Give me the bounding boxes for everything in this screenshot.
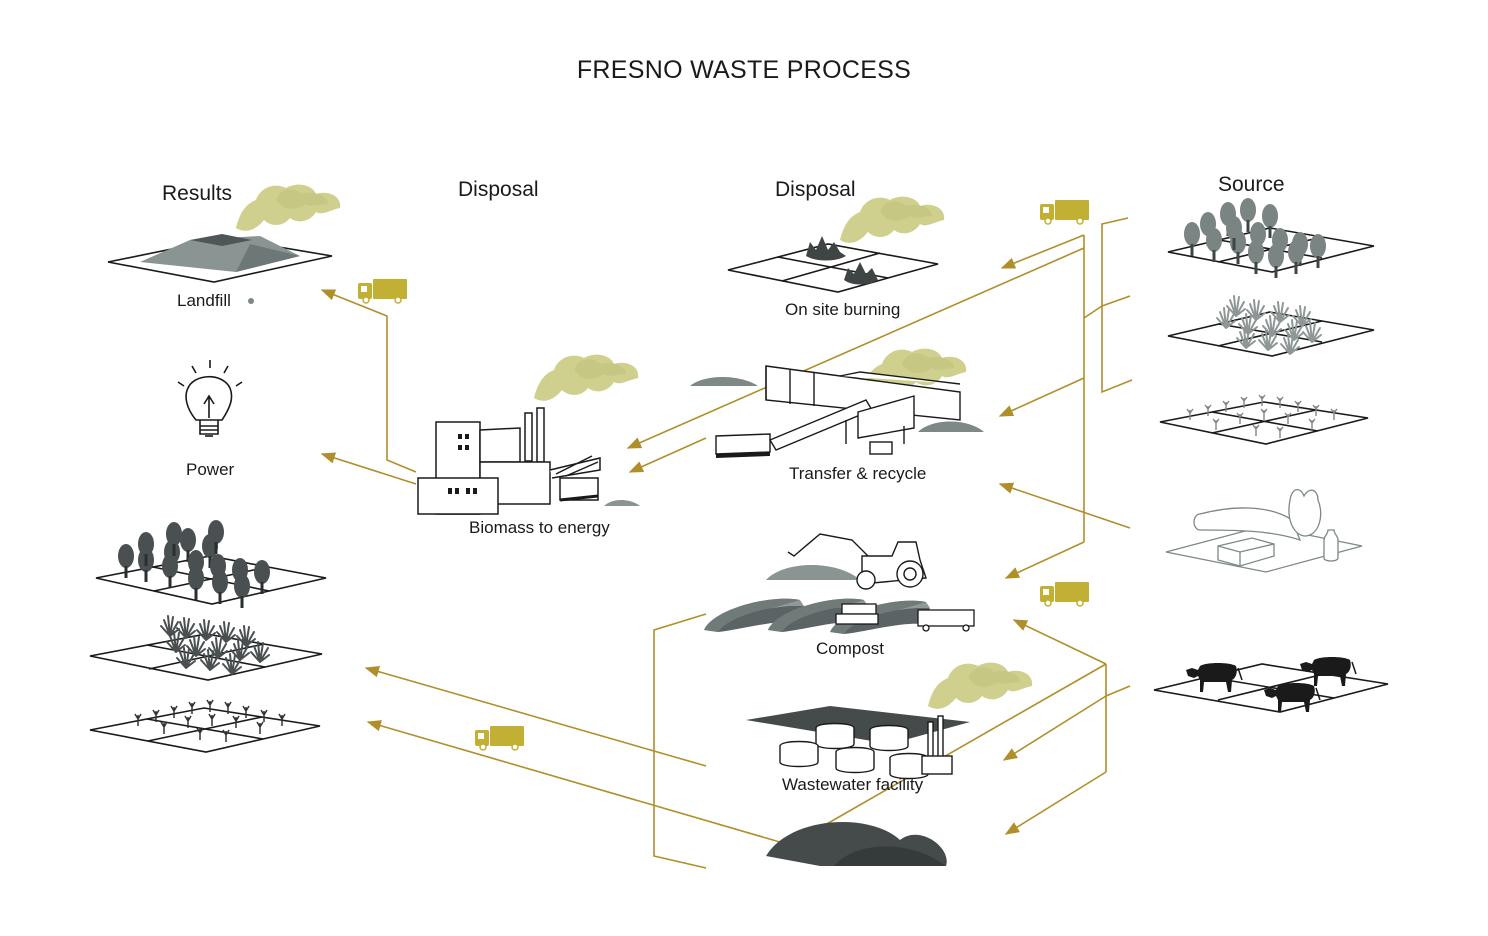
smoke-cloud-icon [236,184,341,231]
label-burning: On site burning [785,300,901,319]
result-grasses [89,615,323,681]
bottle-icon [1323,529,1339,562]
flow-biomass-landfill [320,289,417,473]
bag-icon [1288,489,1322,537]
smoke-cloud-icon [928,662,1033,709]
header-disposal-left: Disposal [458,178,539,201]
result-rowcrop [89,699,321,753]
smoke-cloud-icon [840,196,945,243]
label-power: Power [186,460,235,479]
compost-illustration [704,533,975,634]
result-orchard [95,520,327,608]
header-disposal-right: Disposal [775,178,856,201]
flow-lines [320,217,1133,869]
burning-illustration [727,196,945,293]
label-transfer: Transfer & recycle [789,464,927,483]
landfill-dot [248,298,254,304]
mounds-illustration [766,821,947,866]
lightbulb-icon [177,360,243,437]
wastewater-illustration [746,662,1033,780]
header-source: Source [1218,173,1285,196]
header-results: Results [162,182,233,205]
source-livestock [1153,656,1389,713]
transfer-illustration [690,348,984,458]
flow-biomass-power [320,452,417,485]
flow-household [998,482,1131,529]
truck-icon [474,725,525,751]
label-compost: Compost [816,639,885,658]
truck-icon [1039,199,1090,225]
source-orchard [1167,198,1375,278]
label-biomass: Biomass to energy [469,518,610,537]
landfill-illustration [107,184,341,304]
flow-compost-fields [653,613,707,869]
source-grasses [1167,295,1375,357]
truck-icon [1039,581,1090,607]
smoke-cloud-icon [534,354,639,401]
source-household [1165,489,1363,573]
truck-icon [357,278,408,304]
page-title: FRESNO WASTE PROCESS [576,56,912,84]
label-wastewater: Wastewater facility [782,775,924,794]
label-landfill: Landfill [177,291,231,310]
source-bracket-crops [1101,217,1133,394]
biomass-plant-illustration [417,354,640,515]
source-rowcrop [1159,394,1369,445]
